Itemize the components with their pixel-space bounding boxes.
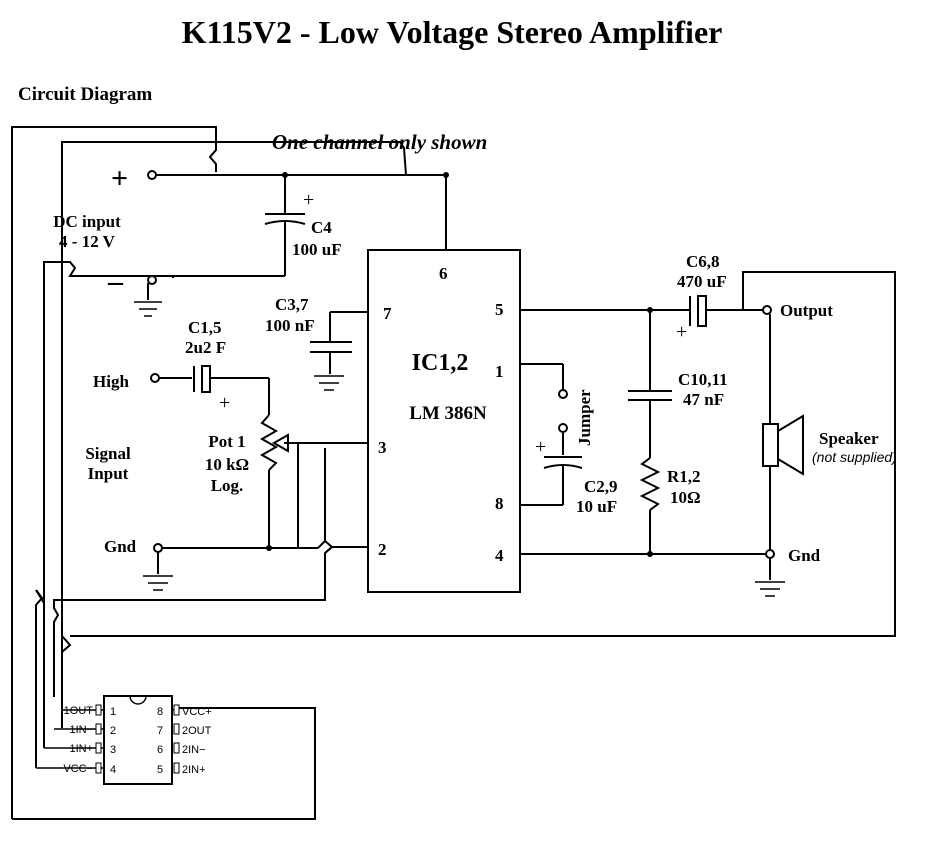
high-terminal[interactable] xyxy=(150,373,160,383)
power-rail xyxy=(147,174,447,300)
section-heading: Circuit Diagram xyxy=(18,84,152,105)
outer-wiring xyxy=(11,126,896,820)
plus-terminal[interactable] xyxy=(147,170,157,180)
chip-body xyxy=(103,695,173,785)
pin-2: 2 xyxy=(378,540,387,559)
junction-dot xyxy=(282,172,288,178)
ic-name: IC1,2 xyxy=(412,350,469,376)
chip-left-label-2: 1IN− xyxy=(69,724,93,736)
input-label: Input xyxy=(88,464,129,483)
chip-pinout: 1 2 3 4 8 7 6 5 1OUT 1IN− 1IN+ VCC− VCC+… xyxy=(36,695,212,785)
chip-left-label-3: 1IN+ xyxy=(69,743,93,755)
jumper-wiring xyxy=(520,363,583,506)
dc-input-label: DC input xyxy=(53,212,121,231)
chip-right-pin-5: 5 xyxy=(157,764,163,776)
output-label: Output xyxy=(780,301,833,320)
gnd-terminal[interactable] xyxy=(153,543,163,553)
chip-right-label-5: 2IN+ xyxy=(182,764,206,776)
chip-right-pin-6: 6 xyxy=(157,744,163,756)
c29-name: C2,9 xyxy=(584,477,618,496)
chip-left-label-1: 1OUT xyxy=(64,705,94,717)
chip-notch xyxy=(129,695,147,705)
high-label: High xyxy=(93,372,129,391)
gnd-output-label: Gnd xyxy=(788,546,821,565)
chip-left-pin-2: 2 xyxy=(110,725,116,737)
chip-left-label-4: VCC− xyxy=(63,763,93,775)
c15-name: C1,5 xyxy=(188,318,222,337)
chip-left-pin-1: 1 xyxy=(110,706,116,718)
output-wiring xyxy=(520,295,771,580)
pot-value: 10 kΩ xyxy=(205,455,249,474)
input-wiring xyxy=(157,365,368,574)
chip-left-pin-3: 3 xyxy=(110,744,116,756)
junction-dot xyxy=(647,307,653,313)
speaker-note: (not supplied) xyxy=(812,449,897,465)
dc-voltage-label: 4 - 12 V xyxy=(59,232,116,251)
c29-value: 10 uF xyxy=(576,497,617,516)
r12-name: R1,2 xyxy=(667,467,701,486)
c68-plus: + xyxy=(676,321,687,343)
c1011-value: 47 nF xyxy=(683,390,724,409)
dc-minus-label: – xyxy=(107,265,124,298)
chip-right-pin-7: 7 xyxy=(157,725,163,737)
signal-label: Signal xyxy=(85,444,131,463)
pin-1: 1 xyxy=(495,362,504,381)
r12-value: 10Ω xyxy=(670,488,701,507)
pin-4: 4 xyxy=(495,546,504,565)
c4-value: 100 uF xyxy=(292,240,342,259)
note-label: One channel only shown xyxy=(272,130,487,154)
c4-plus: + xyxy=(303,189,314,211)
dc-plus-label: + xyxy=(111,162,128,195)
speaker-label: Speaker xyxy=(819,429,879,448)
chip-right-pin-8: 8 xyxy=(157,706,163,718)
ic-box xyxy=(367,249,521,593)
chip-left-pin-4: 4 xyxy=(110,764,116,776)
c68-value: 470 uF xyxy=(677,272,727,291)
page-title: K115V2 - Low Voltage Stereo Amplifier xyxy=(182,14,723,50)
c15-plus: + xyxy=(219,392,230,414)
ground-symbol xyxy=(143,575,173,591)
ground-symbol xyxy=(755,581,785,597)
c37-capacitor xyxy=(310,311,368,374)
c4-name: C4 xyxy=(311,218,332,237)
jumper-pin-top[interactable] xyxy=(558,389,568,399)
jumper-label: Jumper xyxy=(575,389,594,446)
pot-taper: Log. xyxy=(211,476,244,495)
c68-name: C6,8 xyxy=(686,252,720,271)
junction-dot xyxy=(266,545,272,551)
c37-value: 100 nF xyxy=(265,316,315,335)
junction-dot xyxy=(647,551,653,557)
c37-name: C3,7 xyxy=(275,295,309,314)
c15-value: 2u2 F xyxy=(185,338,226,357)
c1011-name: C10,11 xyxy=(678,370,728,389)
c29-plus: + xyxy=(535,436,546,458)
jumper-pin-bottom[interactable] xyxy=(558,423,568,433)
chip-pin-stubs xyxy=(95,704,180,774)
pot-name: Pot 1 xyxy=(208,432,245,451)
pin-8: 8 xyxy=(495,494,504,513)
pin-6: 6 xyxy=(439,264,448,283)
gnd-output-terminal[interactable] xyxy=(765,549,775,559)
output-terminal[interactable] xyxy=(762,305,772,315)
speaker-icon xyxy=(762,414,804,476)
ic-part: LM 386N xyxy=(409,403,487,424)
pin-5: 5 xyxy=(495,300,504,319)
chip-right-label-6: 2IN− xyxy=(182,744,206,756)
ground-symbol xyxy=(314,375,344,391)
junction-dot xyxy=(443,172,449,178)
pin-7: 7 xyxy=(383,304,392,323)
chip-right-label-8: VCC+ xyxy=(182,706,212,718)
chip-right-label-7: 2OUT xyxy=(182,725,212,737)
gnd-label: Gnd xyxy=(104,537,137,556)
minus-terminal[interactable] xyxy=(147,275,157,285)
ground-symbol xyxy=(134,301,162,317)
pin-3: 3 xyxy=(378,438,387,457)
